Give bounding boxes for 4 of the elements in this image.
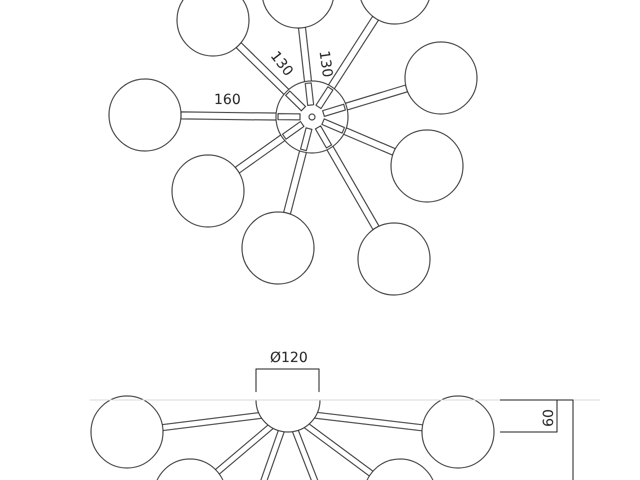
dimension-value: 130 (316, 50, 336, 78)
dimension-value: 160 (214, 92, 241, 108)
dimension-value: 60 (540, 409, 557, 427)
dimension-value: Ø120 (270, 350, 308, 366)
